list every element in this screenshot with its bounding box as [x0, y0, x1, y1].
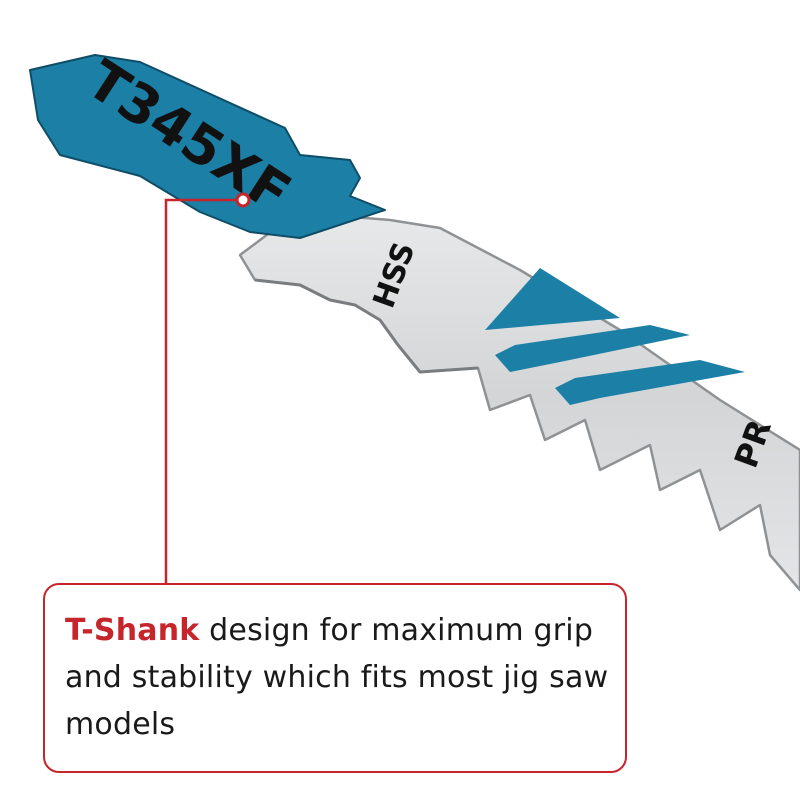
callout-text: T-Shank design for maximum grip and stab…: [65, 607, 609, 748]
blade-stripe-1: [495, 325, 690, 372]
blade-stripe-2: [555, 360, 745, 405]
blade-steel: [238, 198, 800, 592]
feature-callout: T-Shank design for maximum grip and stab…: [43, 583, 627, 773]
blade-body: [238, 198, 800, 592]
blade-triangle-graphic: [485, 268, 620, 330]
callout-highlight: T-Shank: [65, 613, 200, 648]
t-shank: [29, 54, 386, 239]
callout-anchor-dot: [235, 192, 251, 208]
callout-leader-line: [164, 198, 243, 584]
callout-body: design for maximum grip and stability wh…: [65, 613, 609, 742]
blade-shadow-edge: [254, 278, 479, 374]
